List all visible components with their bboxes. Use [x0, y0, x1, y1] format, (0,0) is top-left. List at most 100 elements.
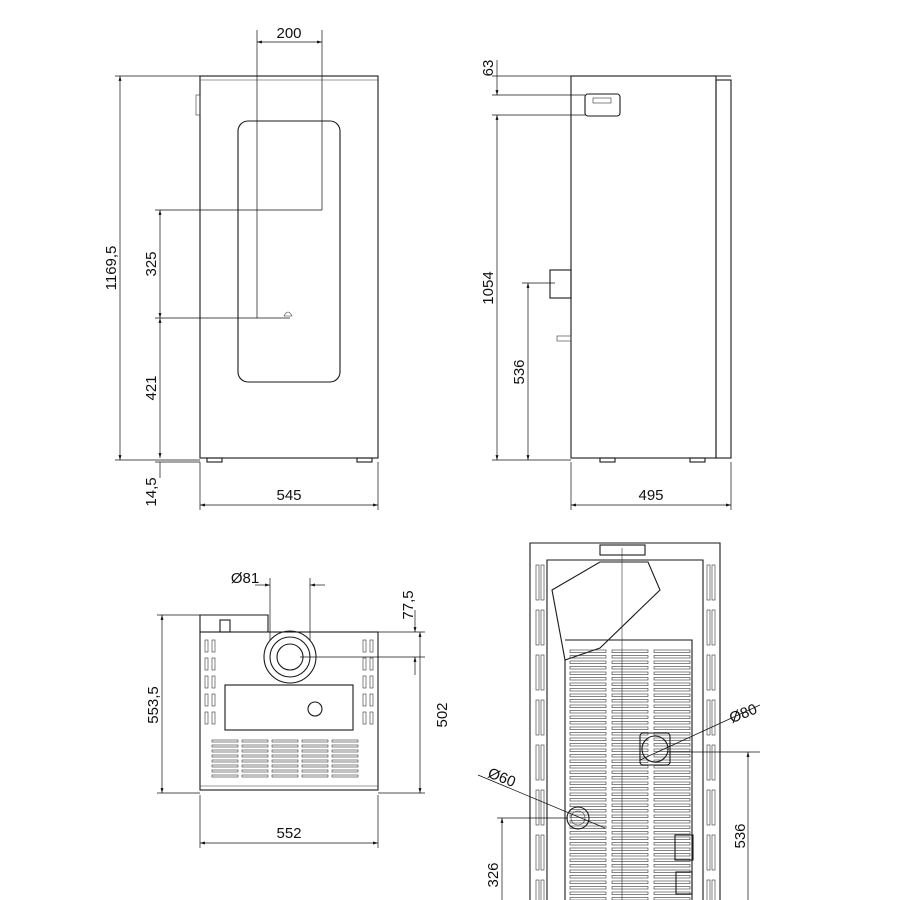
vent-slot	[706, 654, 711, 691]
side-body	[570, 75, 717, 459]
vent-slot	[711, 699, 716, 736]
vent-slot	[271, 744, 299, 748]
vent-slot	[569, 875, 607, 879]
vent-slot	[331, 774, 359, 778]
vent-slot	[653, 814, 691, 818]
vent-slot	[611, 825, 649, 829]
vent-slot	[535, 834, 540, 871]
vent-slot	[241, 764, 269, 768]
vent-slot	[611, 748, 649, 752]
vent-slot	[611, 864, 649, 868]
vent-slot	[611, 688, 649, 692]
vent-slot	[569, 737, 607, 741]
vent-slot	[611, 715, 649, 719]
vent-slot	[653, 721, 691, 725]
vent-slot	[362, 675, 367, 689]
vent-slot	[569, 759, 607, 763]
vent-slot	[711, 744, 716, 781]
vent-slot	[653, 666, 691, 670]
vent-slot	[611, 792, 649, 796]
vent-slot	[653, 759, 691, 763]
vent-slot	[211, 754, 239, 758]
vent-slot	[569, 710, 607, 714]
vent-slot	[211, 657, 216, 671]
vent-slot	[611, 842, 649, 846]
vent-slot	[611, 754, 649, 758]
vent-slot	[569, 754, 607, 758]
front-body	[199, 75, 379, 459]
vent-slot	[569, 732, 607, 736]
vent-slot	[706, 564, 711, 601]
dim-inlet-height: 536	[511, 359, 528, 384]
vent-slot	[611, 809, 649, 813]
vent-slot	[535, 654, 540, 691]
vent-slot	[301, 774, 329, 778]
vent-slot	[611, 682, 649, 686]
vent-slot	[535, 744, 540, 781]
vent-slot	[569, 649, 607, 653]
vent-slot	[362, 693, 367, 707]
vent-slot	[369, 657, 374, 671]
vent-slot	[204, 675, 209, 689]
vent-slot	[653, 715, 691, 719]
vent-slot	[569, 677, 607, 681]
vent-slot	[653, 880, 691, 884]
vent-slot	[611, 726, 649, 730]
vent-slot	[706, 609, 711, 646]
front-view: 200 1169,5 325 421 14,5 545	[103, 25, 379, 510]
dim-depth: 495	[638, 487, 663, 504]
vent-slot	[331, 744, 359, 748]
vent-slot	[569, 825, 607, 829]
vent-slot	[569, 831, 607, 835]
vent-slot	[569, 869, 607, 873]
vent-slot	[569, 671, 607, 675]
vent-slot	[653, 792, 691, 796]
vent-slot	[653, 770, 691, 774]
vent-slot	[569, 853, 607, 857]
vent-slot	[569, 682, 607, 686]
dim-glass-bottom: 421	[143, 375, 160, 400]
vent-slot	[611, 798, 649, 802]
vent-slot	[569, 715, 607, 719]
rear-view: Ø80 536 Ø60 326	[477, 542, 761, 900]
vent-slot	[711, 789, 716, 826]
vent-slot	[331, 749, 359, 753]
vent-slot	[611, 655, 649, 659]
vent-slot	[711, 564, 716, 601]
vent-slot	[569, 704, 607, 708]
vent-slot	[569, 666, 607, 670]
vent-slot	[241, 749, 269, 753]
vent-slot	[611, 875, 649, 879]
vent-slot	[271, 759, 299, 763]
vent-slot	[611, 721, 649, 725]
vent-slot	[653, 875, 691, 879]
vent-slot	[653, 732, 691, 736]
vent-slot	[569, 836, 607, 840]
vent-slot	[611, 770, 649, 774]
vent-slot	[211, 711, 216, 725]
vent-slot	[331, 764, 359, 768]
vent-slot	[611, 649, 649, 653]
vent-slot	[331, 754, 359, 758]
vent-slot	[611, 699, 649, 703]
vent-slot	[535, 609, 540, 646]
vent-slot	[611, 759, 649, 763]
dim-glass-height: 325	[143, 251, 160, 276]
vent-slot	[569, 688, 607, 692]
vent-slot	[535, 789, 540, 826]
vent-slot	[271, 769, 299, 773]
vent-slot	[611, 732, 649, 736]
vent-slot	[569, 765, 607, 769]
vent-slot	[711, 609, 716, 646]
vent-slot	[241, 754, 269, 758]
vent-slot	[706, 834, 711, 871]
vent-slot	[653, 682, 691, 686]
vent-slot	[653, 660, 691, 664]
vent-slot	[653, 704, 691, 708]
vent-slot	[569, 770, 607, 774]
vent-slot	[204, 657, 209, 671]
vent-slot	[653, 671, 691, 675]
vent-slot	[540, 699, 545, 736]
dim-feet: 14,5	[143, 477, 160, 506]
